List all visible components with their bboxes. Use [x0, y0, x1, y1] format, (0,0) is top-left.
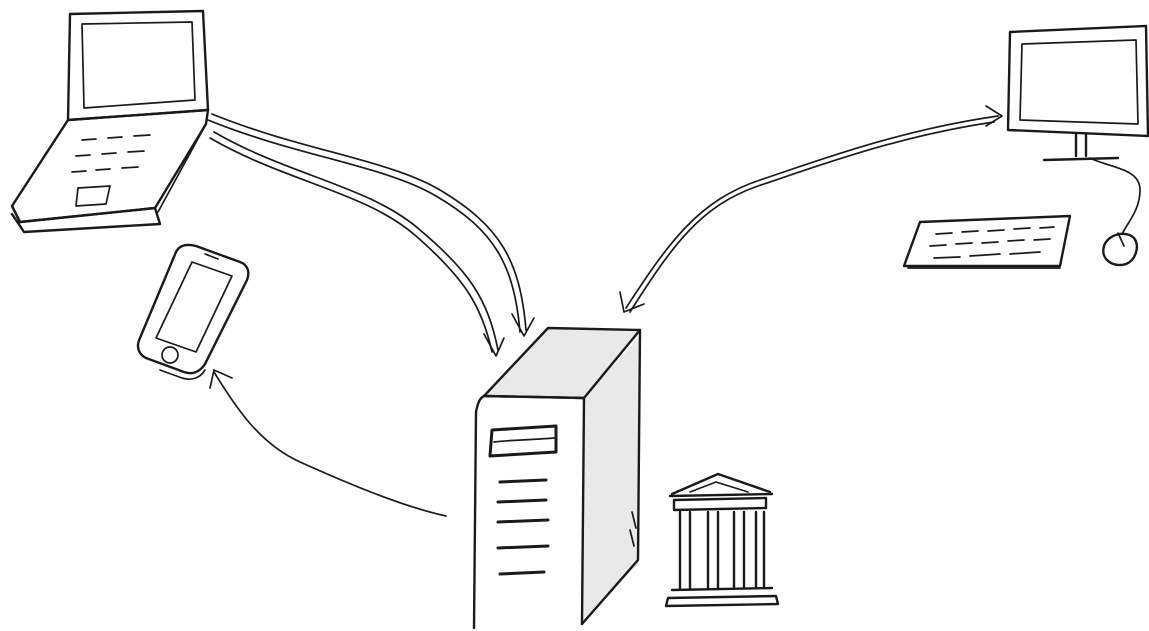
arrow-server-to-smartphone	[210, 370, 446, 516]
laptop-icon	[12, 11, 208, 232]
smartphone-icon	[138, 245, 248, 379]
server-tower-icon	[474, 328, 640, 628]
bank-building-icon	[666, 474, 778, 606]
arrow-laptop-to-server-1	[208, 114, 534, 336]
arrow-desktop-server-bidirectional	[620, 106, 1002, 312]
desktop-computer-icon	[904, 26, 1148, 268]
